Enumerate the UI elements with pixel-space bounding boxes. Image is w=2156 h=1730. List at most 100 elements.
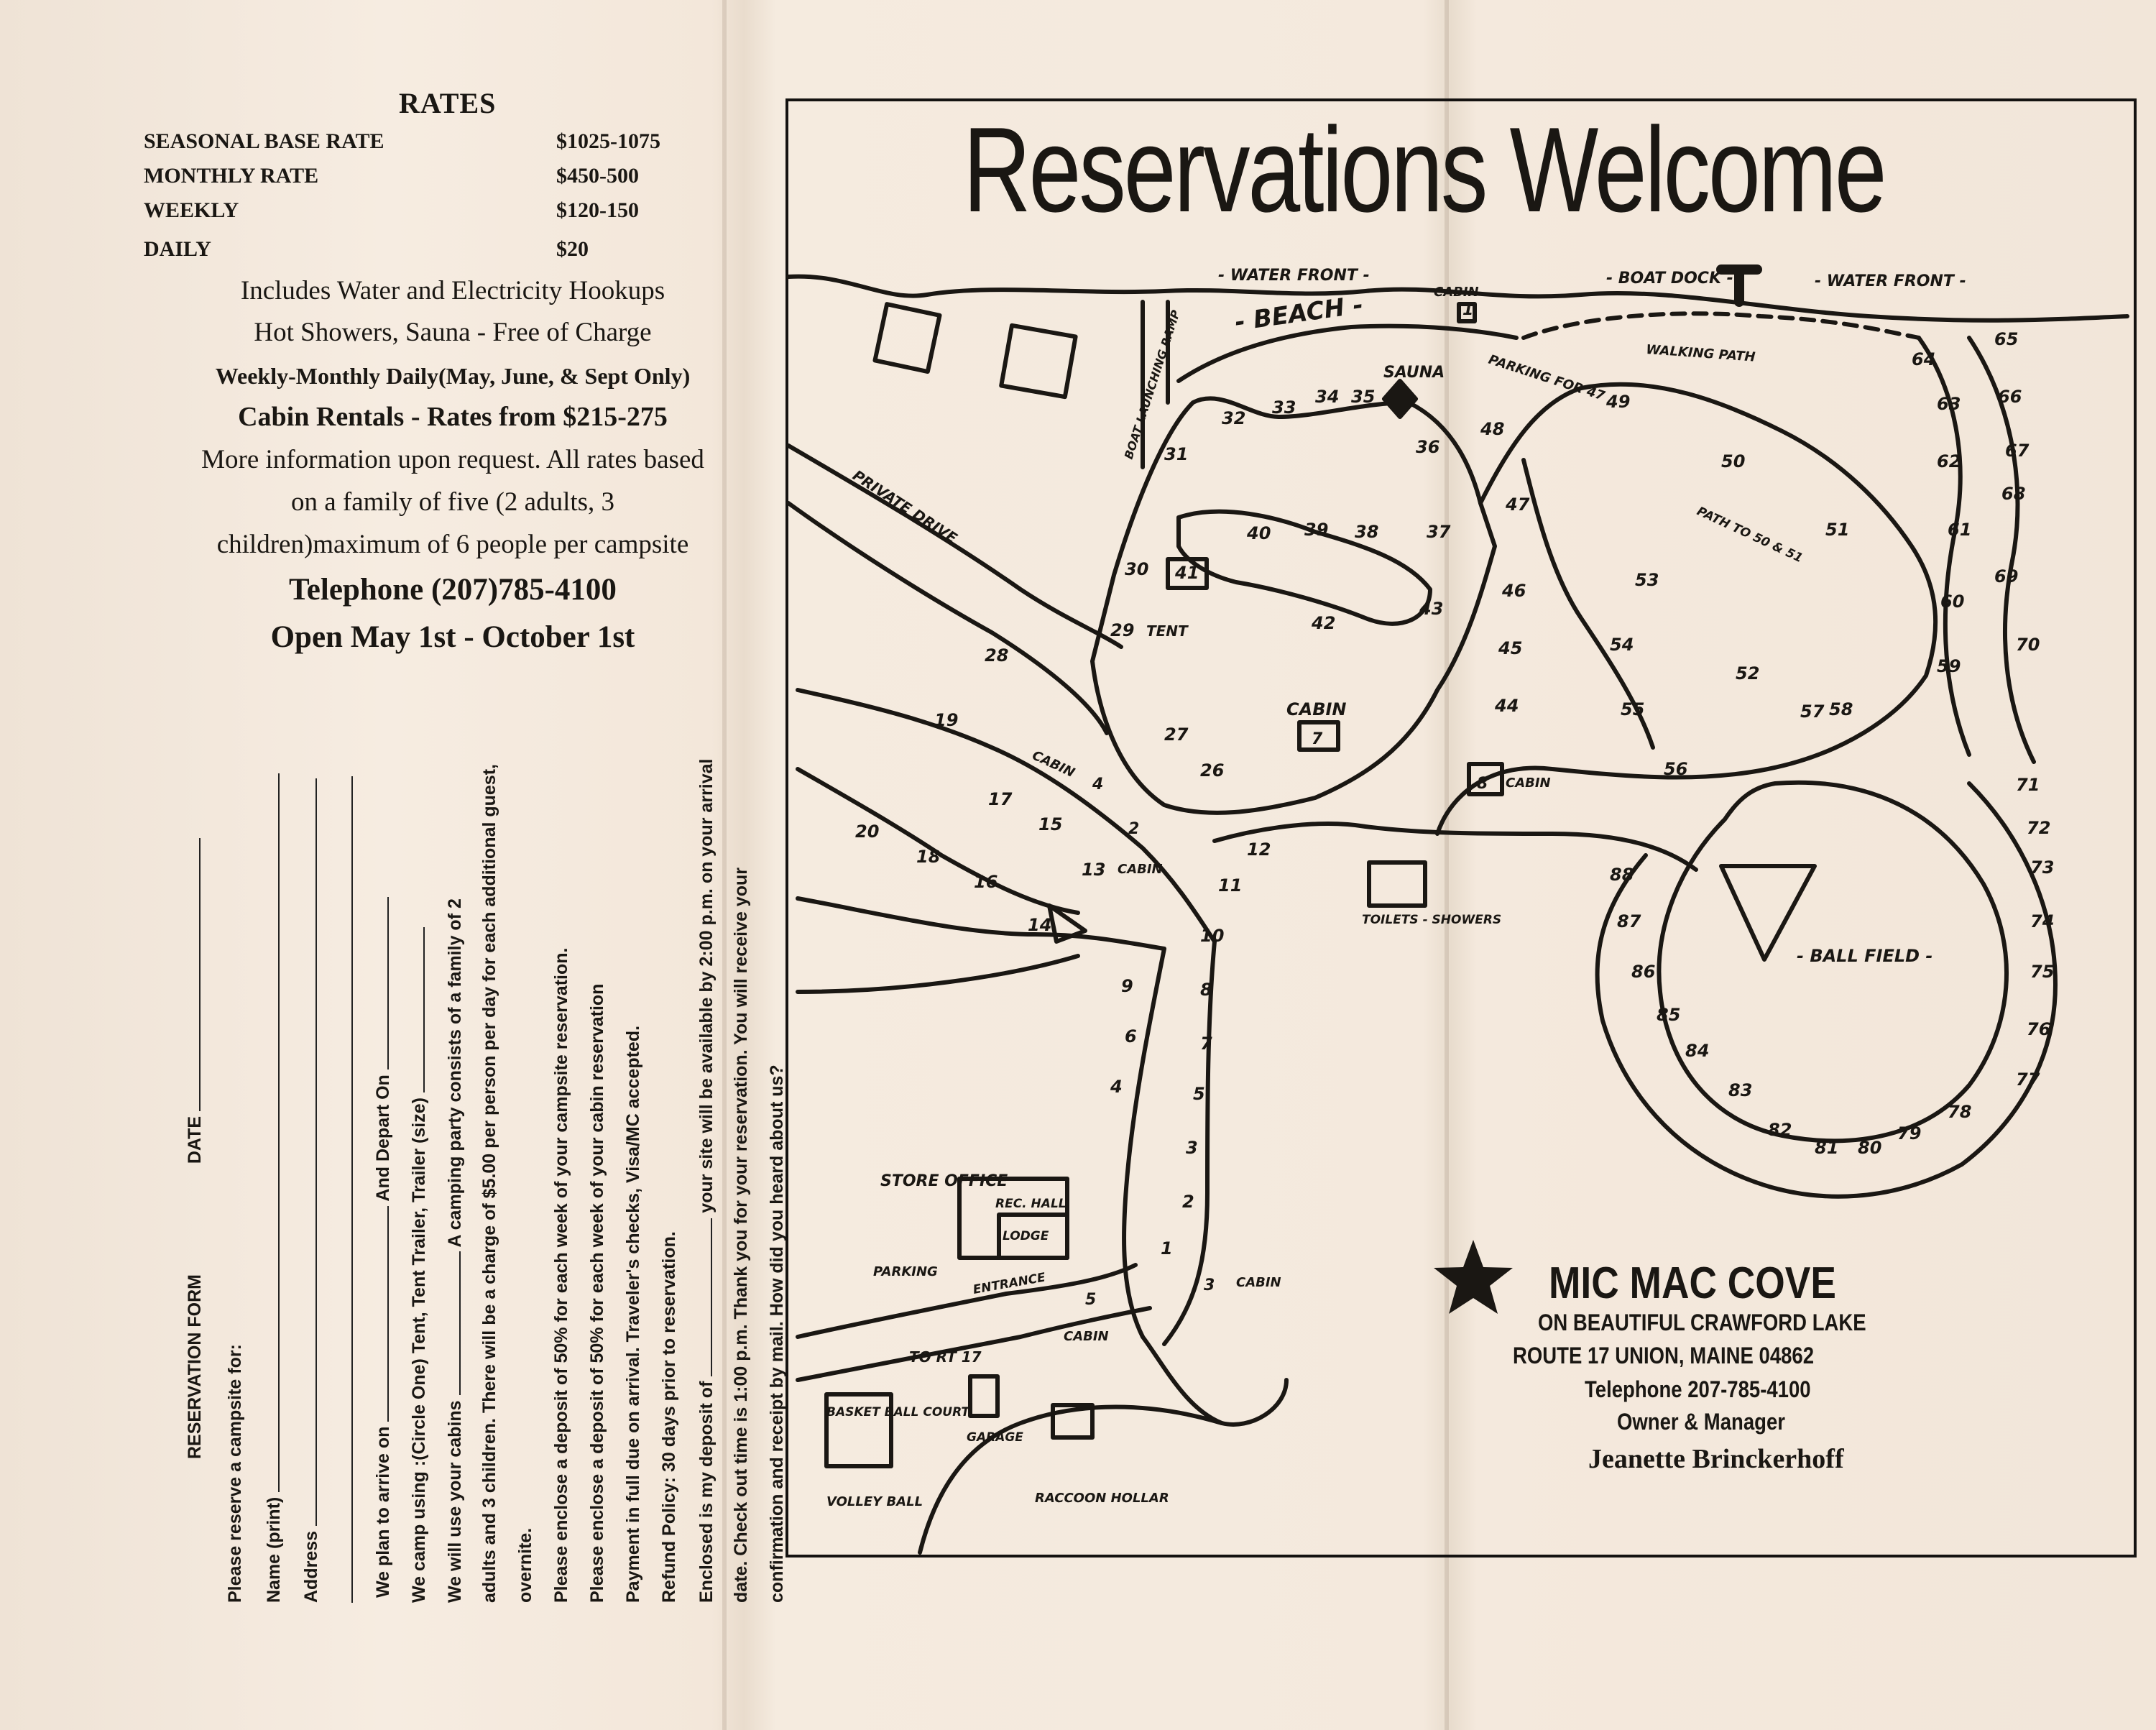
site-number: 11: [1218, 875, 1242, 896]
entrance-road: [796, 1263, 1138, 1339]
loop-east-outer: [1967, 336, 2036, 764]
cabin-box-41: [1166, 557, 1209, 590]
site-number: 40: [1246, 523, 1271, 543]
label-boat-dock: - BOAT DOCK -: [1606, 270, 1733, 287]
site-number: 35: [1351, 387, 1375, 407]
label-sauna: SAUNA: [1383, 364, 1445, 382]
store-building: [957, 1177, 1069, 1260]
site-number: 88: [1610, 865, 1634, 885]
rate-row-weekly: WEEKLY $120-150: [144, 198, 704, 229]
site-number: 47: [1505, 494, 1530, 515]
site-number: 44: [1494, 696, 1519, 716]
label-rec-hall: REC. HALL: [995, 1197, 1067, 1211]
shoreline: [786, 274, 2129, 323]
loop-east-sites: [1917, 336, 1971, 757]
site-number: 65: [1994, 329, 2018, 349]
cove-owner: Jeanette Brinckerhoff: [1588, 1444, 1844, 1474]
site-number: 20: [855, 822, 879, 842]
rate-label: DAILY: [144, 237, 211, 261]
lodge-building: [997, 1213, 1069, 1260]
site-number: 31: [1164, 444, 1188, 464]
road-southwest: [796, 896, 1166, 951]
site-number: 48: [1480, 419, 1504, 439]
rate-row-daily: DAILY $20: [144, 237, 704, 267]
ball-field-diamond: [1719, 864, 1817, 962]
rates-title: RATES: [399, 87, 497, 119]
site-number: 79: [1897, 1123, 1921, 1144]
site-number: 16: [974, 872, 998, 892]
site-number: 27: [1164, 724, 1189, 745]
cove-subtitle: ON BEAUTIFUL CRAWFORD LAKE: [1538, 1310, 1866, 1335]
loop-inner: [1176, 509, 1432, 626]
includes-text: Includes Water and Electricity Hookups: [240, 276, 665, 305]
label-garage: GARAGE: [967, 1430, 1023, 1445]
info-line-3: children)maximum of 6 people per campsit…: [216, 530, 689, 559]
showers-text: Hot Showers, Sauna - Free of Charge: [254, 318, 652, 347]
site-number: 58: [1829, 699, 1853, 719]
site-number: 72: [2027, 818, 2050, 838]
site-number: 80: [1858, 1138, 1881, 1158]
site-number: 74: [2030, 911, 2054, 931]
road-spine-right: [1162, 939, 1217, 1346]
site-number: 60: [1940, 592, 1964, 612]
label-parking: PARKING FOR 47: [1486, 352, 1607, 404]
triangle-site-14: [1047, 903, 1087, 944]
site-number: 12: [1247, 839, 1271, 860]
label-walking-path: WALKING PATH: [1646, 342, 1756, 365]
site-number: 39: [1304, 520, 1328, 540]
label-parking-lot: PARKING: [873, 1264, 938, 1279]
site-number: 30: [1125, 559, 1148, 579]
fold-line-right: [1445, 0, 1449, 1730]
site-number: 87: [1617, 911, 1641, 931]
garage-building: [968, 1374, 1000, 1418]
fold-line-left: [722, 0, 727, 1730]
site-number: 52: [1736, 663, 1759, 684]
site-number: 83: [1728, 1080, 1752, 1100]
site-number: 36: [1416, 437, 1439, 457]
label-ball-field: - BALL FIELD -: [1797, 946, 1932, 966]
label-water-front-left: - WATER FRONT -: [1218, 267, 1370, 285]
rate-label: MONTHLY RATE: [144, 164, 319, 188]
label-path-to: PATH TO 50 & 51: [1695, 504, 1805, 566]
site-number: 56: [1664, 759, 1687, 779]
path-walking: [1521, 311, 1921, 340]
label-boat-launch: BOAT LAUNCHING RAMP: [1122, 308, 1183, 461]
site-number: 59: [1937, 656, 1961, 676]
private-drive: [786, 443, 1123, 649]
road-loop-top: [1176, 323, 1519, 383]
sauna-diamond: [1382, 379, 1418, 419]
label-volleyball: VOLLEY BALL: [826, 1494, 923, 1509]
label-basketball: BASKET BALL COURT: [826, 1405, 970, 1420]
site-number: 67: [2005, 441, 2030, 461]
label-lodge: LODGE: [1003, 1229, 1049, 1243]
site-number: 57: [1800, 701, 1825, 722]
site-number: 37: [1427, 522, 1451, 542]
label-tent: TENT: [1146, 622, 1189, 640]
site-number: 1: [1161, 1238, 1173, 1259]
cabin-box-top: [1457, 302, 1477, 323]
site-number: 5: [1193, 1084, 1205, 1104]
loop-west: [796, 688, 1217, 944]
cabin-number: 1: [1462, 301, 1473, 319]
site-number: 82: [1768, 1120, 1792, 1140]
site-number: 14: [1028, 915, 1051, 935]
site-number: 41: [1174, 563, 1199, 583]
road-east: [1435, 382, 1938, 836]
site-number: 10: [1200, 926, 1224, 946]
map-frame: [786, 98, 2137, 1558]
site-number: 69: [1994, 566, 2018, 586]
site-number: 29: [1110, 620, 1134, 640]
cabin-number: 8: [1477, 775, 1488, 793]
site-number: 45: [1498, 638, 1522, 658]
site-number: 64: [1912, 349, 1935, 369]
site-number: 85: [1657, 1005, 1680, 1025]
site-number: 70: [2016, 635, 2040, 655]
label-private-drive: PRIVATE DRIVE: [849, 466, 960, 547]
site-number: 3: [1186, 1138, 1198, 1158]
rate-value: $1025-1075: [556, 129, 660, 153]
site-number: 51: [1825, 520, 1849, 540]
site-number: 19: [934, 710, 958, 730]
cove-role: Owner & Manager: [1617, 1409, 1785, 1435]
ball-field: [1657, 780, 2009, 1144]
season-note: Weekly-Monthly Daily(May, June, & Sept O…: [215, 363, 691, 389]
